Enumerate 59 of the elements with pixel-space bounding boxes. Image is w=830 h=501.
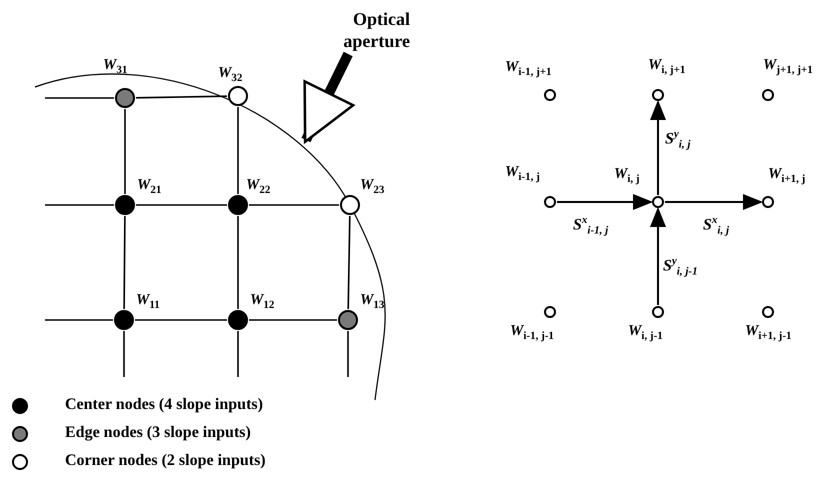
grid-line xyxy=(136,95,228,99)
node-label: W$_{i-1, j+1}$ xyxy=(505,60,552,78)
node-label: W$_{22}$ xyxy=(246,178,270,196)
grid-line xyxy=(249,319,337,321)
grid-node xyxy=(544,306,556,318)
grid-line xyxy=(347,331,349,377)
grid-line xyxy=(45,319,113,321)
node-label: W$_{11}$ xyxy=(136,293,160,311)
grid-node xyxy=(544,89,556,101)
leader-arrow xyxy=(302,52,354,144)
grid-line xyxy=(249,204,339,206)
grid-line xyxy=(45,204,114,206)
node-label: W$_{i-1, j}$ xyxy=(505,165,540,183)
grid-node xyxy=(228,86,248,106)
node-label: W$_{12}$ xyxy=(250,293,274,311)
legend-text: Corner nodes (2 slope inputs) xyxy=(65,452,266,470)
node-label: W$_{i-1, j-1}$ xyxy=(510,324,554,342)
legend-text: Edge nodes (3 slope inputs) xyxy=(65,424,251,442)
arrow xyxy=(650,100,666,195)
grid-node xyxy=(338,310,358,330)
grid-line xyxy=(237,216,239,309)
grid-line xyxy=(124,109,126,194)
node-label: W$_{i, j-1}$ xyxy=(628,324,663,342)
grid-node xyxy=(228,310,248,330)
node-label: W$_{31}$ xyxy=(103,58,128,76)
node-label: W$_{i+1, j-1}$ xyxy=(745,324,792,342)
grid-line xyxy=(136,204,227,206)
grid-node xyxy=(340,195,360,215)
arrow xyxy=(557,194,653,210)
grid-line xyxy=(347,216,351,310)
grid-node xyxy=(652,196,664,208)
node-label: W$_{32}$ xyxy=(218,66,242,84)
grid-node xyxy=(762,89,774,101)
grid-node xyxy=(228,195,248,215)
node-label: W$_{13}$ xyxy=(360,293,384,311)
node-label: W$_{23}$ xyxy=(360,178,384,196)
node-label: W$_{i, j+1}$ xyxy=(648,58,686,76)
callout-text: Optical aperture xyxy=(310,8,410,52)
node-label: W$_{i+1, j}$ xyxy=(768,167,806,185)
grid-line xyxy=(135,319,227,321)
grid-node xyxy=(544,196,556,208)
legend-text: Center nodes (4 slope inputs) xyxy=(65,396,263,414)
grid-node xyxy=(652,306,664,318)
node-label: W$_{21}$ xyxy=(137,178,162,196)
arrow xyxy=(650,207,666,305)
grid-node xyxy=(115,88,135,108)
grid-line xyxy=(45,97,114,99)
grid-line xyxy=(237,107,239,194)
arrow xyxy=(665,194,763,210)
grid-node xyxy=(762,196,774,208)
node-label: W$_{i, j}$ xyxy=(614,167,640,185)
grid-line xyxy=(123,331,125,377)
grid-line xyxy=(237,331,239,377)
grid-node xyxy=(115,195,135,215)
grid-node xyxy=(114,310,134,330)
node-label: W$_{j+1, j+1}$ xyxy=(763,58,813,76)
grid-line xyxy=(123,216,126,309)
grid-node xyxy=(762,306,774,318)
grid-node xyxy=(652,89,664,101)
